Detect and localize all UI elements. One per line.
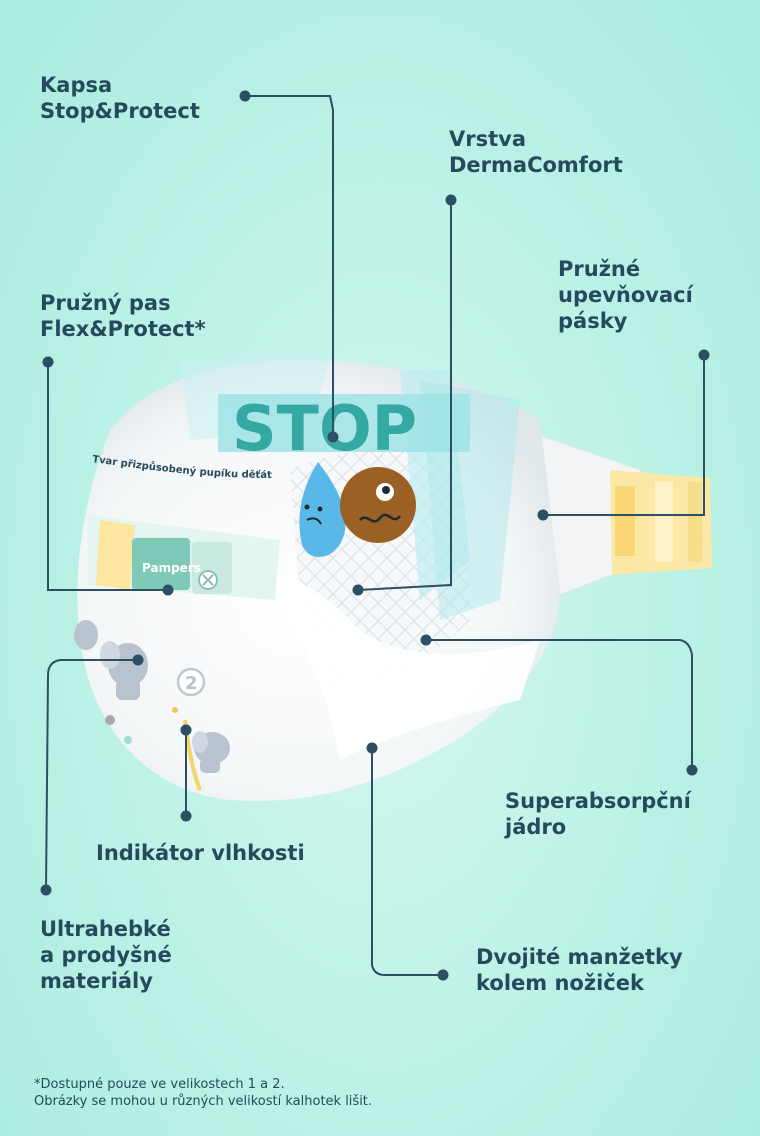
label-double-leg-cuffs: Dvojité manžetky kolem nožiček <box>476 944 683 996</box>
size-badge: 2 <box>176 667 206 697</box>
callout-lines <box>45 95 705 976</box>
label-line: upevňovací <box>558 283 693 307</box>
footnote-line: Obrázky se mohou u různých velikostí kal… <box>34 1094 373 1109</box>
label-line: Superabsorpční <box>505 789 691 813</box>
svg-text:STOP: STOP <box>232 392 417 465</box>
label-line: Pružné <box>558 257 641 281</box>
label-line: Dvojité manžetky <box>476 945 683 969</box>
label-line: Flex&Protect* <box>40 317 206 341</box>
label-line: Pružný pas <box>40 291 171 315</box>
label-line: materiály <box>40 969 153 993</box>
label-dermacomfort: Vrstva DermaComfort <box>449 126 623 178</box>
label-line: Stop&Protect <box>40 99 200 123</box>
label-fastening-tapes: Pružné upevňovací pásky <box>558 256 693 334</box>
stop-band: STOP <box>218 392 470 465</box>
drop-character <box>299 462 346 557</box>
label-line: kolem nožiček <box>476 971 644 995</box>
callout-dots <box>40 90 710 981</box>
label-superabsorbent-core: Superabsorpční jádro <box>505 788 691 840</box>
label-line: pásky <box>558 309 628 333</box>
label-line: DermaComfort <box>449 153 623 177</box>
label-line: Indikátor vlhkosti <box>96 841 305 865</box>
label-wetness-indicator: Indikátor vlhkosti <box>96 840 305 866</box>
footnote: *Dostupné pouze ve velikostech 1 a 2. Ob… <box>34 1076 372 1110</box>
label-kapsa-stop-protect: Kapsa Stop&Protect <box>40 72 200 124</box>
brand-logo: Pampers <box>142 561 201 575</box>
poo-character <box>340 467 416 543</box>
svg-text:2: 2 <box>185 673 198 694</box>
elephant-print <box>74 620 230 773</box>
label-soft-materials: Ultrahebké a prodyšné materiály <box>40 916 172 994</box>
label-line: Ultrahebké <box>40 917 171 941</box>
label-line: Kapsa <box>40 73 113 97</box>
footnote-line: *Dostupné pouze ve velikostech 1 a 2. <box>34 1077 285 1092</box>
label-line: jádro <box>505 815 567 839</box>
label-flex-protect: Pružný pas Flex&Protect* <box>40 290 206 342</box>
label-line: a prodyšné <box>40 943 172 967</box>
label-line: Vrstva <box>449 127 527 151</box>
